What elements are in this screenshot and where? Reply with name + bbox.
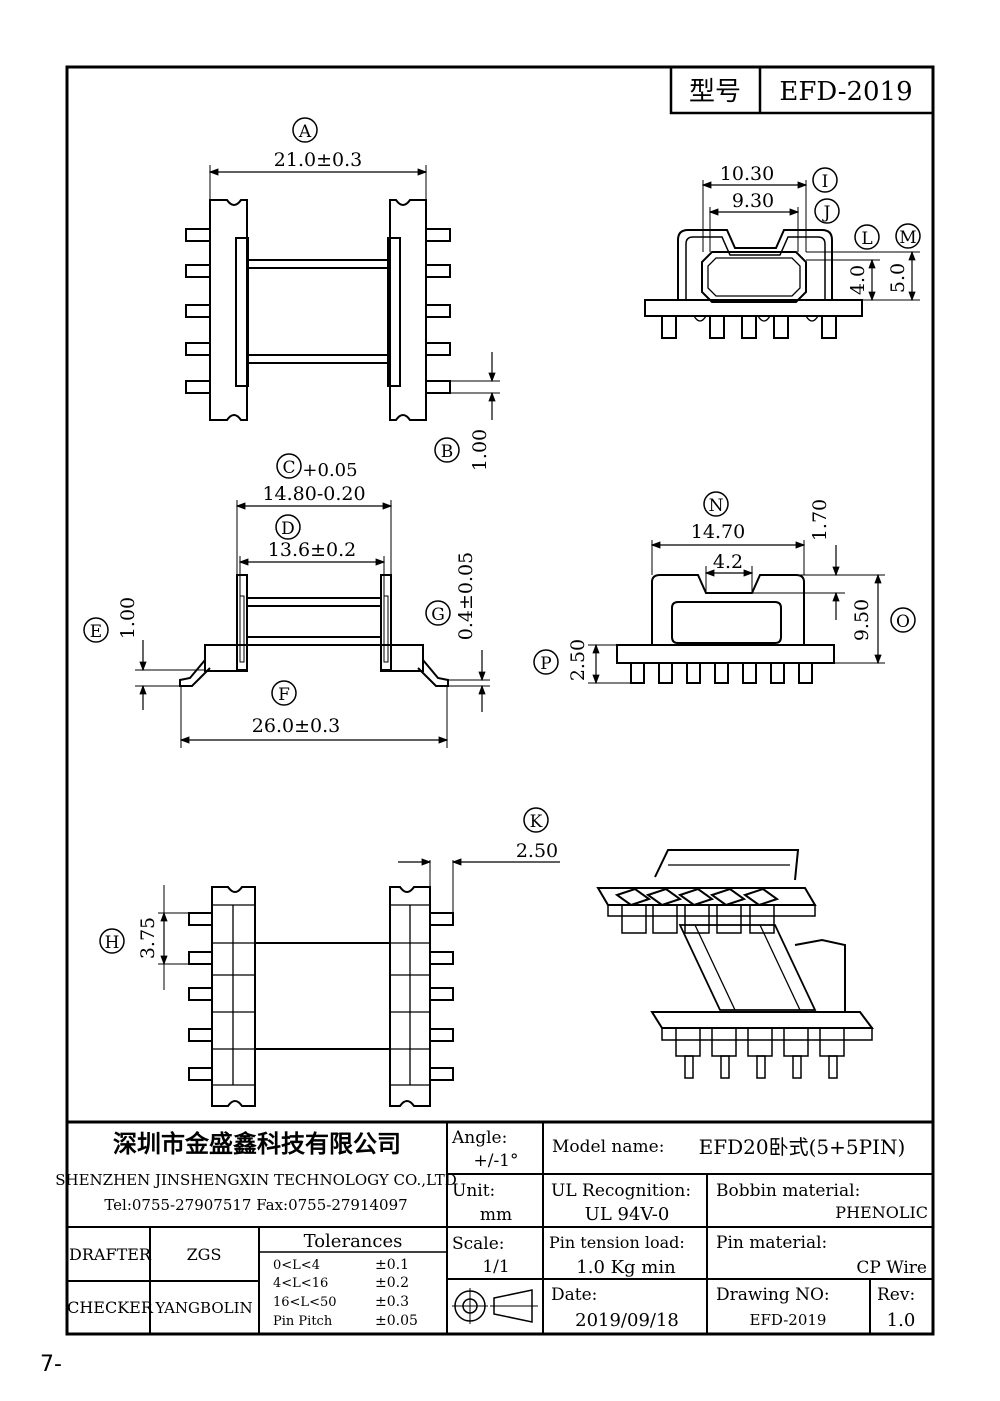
view-end-labels: 10.30 9.30 I J L M 4.0 5.0 — [720, 163, 921, 295]
pin-tension-label: Pin tension load: — [549, 1233, 685, 1252]
label-o: O — [896, 612, 910, 632]
bobbin-value: PHENOLIC — [835, 1203, 928, 1222]
view-top — [185, 165, 500, 421]
dim-h: 3.75 — [137, 917, 159, 959]
dim-l: 4.0 — [847, 265, 869, 295]
dim-o: 9.50 — [851, 599, 873, 641]
view-bottom-labels: H 3.75 K 2.50 — [99, 807, 558, 959]
company-contact: Tel:0755-27907517 Fax:0755-27914097 — [104, 1196, 407, 1214]
label-l: L — [861, 229, 872, 249]
dim-e: 1.00 — [117, 597, 139, 639]
drawing-no-label: Drawing NO: — [716, 1285, 830, 1305]
pin-material-label: Pin material: — [716, 1233, 827, 1253]
tol-range-3: 16<L<50 — [273, 1295, 337, 1310]
date-label: Date: — [551, 1285, 597, 1305]
label-p: P — [540, 654, 551, 674]
dim-d: 13.6±0.2 — [268, 539, 356, 561]
view-side — [135, 500, 490, 748]
label-e: E — [90, 622, 102, 642]
bobbin-label: Bobbin material: — [716, 1181, 860, 1201]
label-k: K — [530, 812, 543, 832]
unit-label: Unit: — [452, 1181, 495, 1201]
label-a: A — [298, 122, 312, 142]
sheet-border — [65, 65, 935, 1336]
tol-value-2: ±0.2 — [375, 1275, 409, 1291]
label-f: F — [278, 685, 290, 705]
tol-value-4: ±0.05 — [375, 1313, 418, 1329]
drafter-label: DRAFTER — [69, 1245, 152, 1264]
view-front-labels: N 14.70 4.2 1.70 9.50 O P 2.50 — [533, 491, 916, 681]
dim-m: 5.0 — [887, 263, 909, 293]
model-name-value: EFD20卧式(5+5PIN) — [699, 1135, 906, 1159]
ul-label: UL Recognition: — [551, 1181, 691, 1201]
dim-f: 26.0±0.3 — [252, 715, 340, 737]
scale-value: 1/1 — [482, 1257, 509, 1277]
dim-p: 2.50 — [567, 639, 589, 681]
view-bottom — [158, 858, 560, 1107]
label-h: H — [105, 933, 120, 953]
date-value: 2019/09/18 — [575, 1310, 679, 1331]
page-number: 7- — [40, 1352, 62, 1377]
model-header: 型号 EFD-2019 — [669, 65, 935, 115]
label-j: J — [822, 203, 831, 223]
dim-k: 2.50 — [516, 840, 558, 862]
pin-material-value: CP Wire — [856, 1258, 927, 1278]
ul-value: UL 94V-0 — [585, 1204, 670, 1225]
title-block-text: 深圳市金盛鑫科技有限公司 SHENZHEN JINSHENGXIN TECHNO… — [55, 1128, 928, 1331]
tol-range-4: Pin Pitch — [273, 1314, 333, 1329]
view-top-labels: A 21.0±0.3 B 1.00 — [274, 117, 491, 471]
rev-label: Rev: — [877, 1285, 915, 1305]
label-c: C — [282, 458, 295, 478]
model-value: EFD-2019 — [779, 77, 912, 107]
projection-symbol-icon — [452, 1288, 538, 1324]
tolerances-title: Tolerances — [304, 1231, 403, 1252]
dim-a: 21.0±0.3 — [274, 149, 362, 171]
drawing-no-value: EFD-2019 — [750, 1311, 827, 1329]
unit-value: mm — [480, 1205, 512, 1225]
view-side-labels: C +0.05 14.80-0.20 D 13.6±0.2 E 1.00 F 2… — [83, 453, 477, 737]
dim-i: 10.30 — [720, 163, 774, 185]
label-m: M — [899, 228, 916, 248]
rev-value: 1.0 — [887, 1310, 916, 1331]
label-n: N — [709, 496, 724, 516]
angle-label: Angle: — [451, 1128, 507, 1148]
dim-c-plus: +0.05 — [302, 460, 357, 481]
view-isometric — [596, 849, 874, 1079]
model-label: 型号 — [689, 77, 741, 107]
dim-j: 9.30 — [732, 190, 774, 212]
label-i: I — [822, 172, 829, 192]
pin-tension-value: 1.0 Kg min — [576, 1257, 676, 1278]
tol-range-2: 4<L<16 — [273, 1276, 328, 1291]
checker-label: CHECKER — [67, 1298, 154, 1317]
company-name-en: SHENZHEN JINSHENGXIN TECHNOLOGY CO.,LTD — [55, 1171, 457, 1189]
tol-value-3: ±0.3 — [375, 1294, 409, 1310]
dim-top: 1.70 — [809, 499, 831, 541]
tol-range-1: 0<L<4 — [273, 1258, 320, 1273]
dim-n: 14.70 — [691, 521, 745, 543]
label-b: B — [441, 442, 454, 462]
tol-value-1: ±0.1 — [375, 1257, 409, 1273]
scale-label: Scale: — [452, 1234, 505, 1254]
checker-value: YANGBOLIN — [154, 1299, 252, 1317]
dim-n-inner: 4.2 — [713, 551, 743, 573]
drafter-value: ZGS — [187, 1245, 222, 1264]
company-name-cn: 深圳市金盛鑫科技有限公司 — [113, 1130, 401, 1158]
model-name-label: Model name: — [552, 1137, 664, 1157]
dim-g: 0.4±0.05 — [455, 552, 477, 640]
title-block-lines — [67, 1120, 933, 1334]
dim-c: 14.80-0.20 — [262, 483, 365, 505]
label-g: G — [431, 605, 445, 625]
view-front — [588, 540, 885, 685]
dim-b: 1.00 — [469, 429, 491, 471]
view-end — [644, 180, 920, 339]
angle-value: +/-1° — [473, 1151, 518, 1171]
label-d: D — [281, 519, 295, 539]
